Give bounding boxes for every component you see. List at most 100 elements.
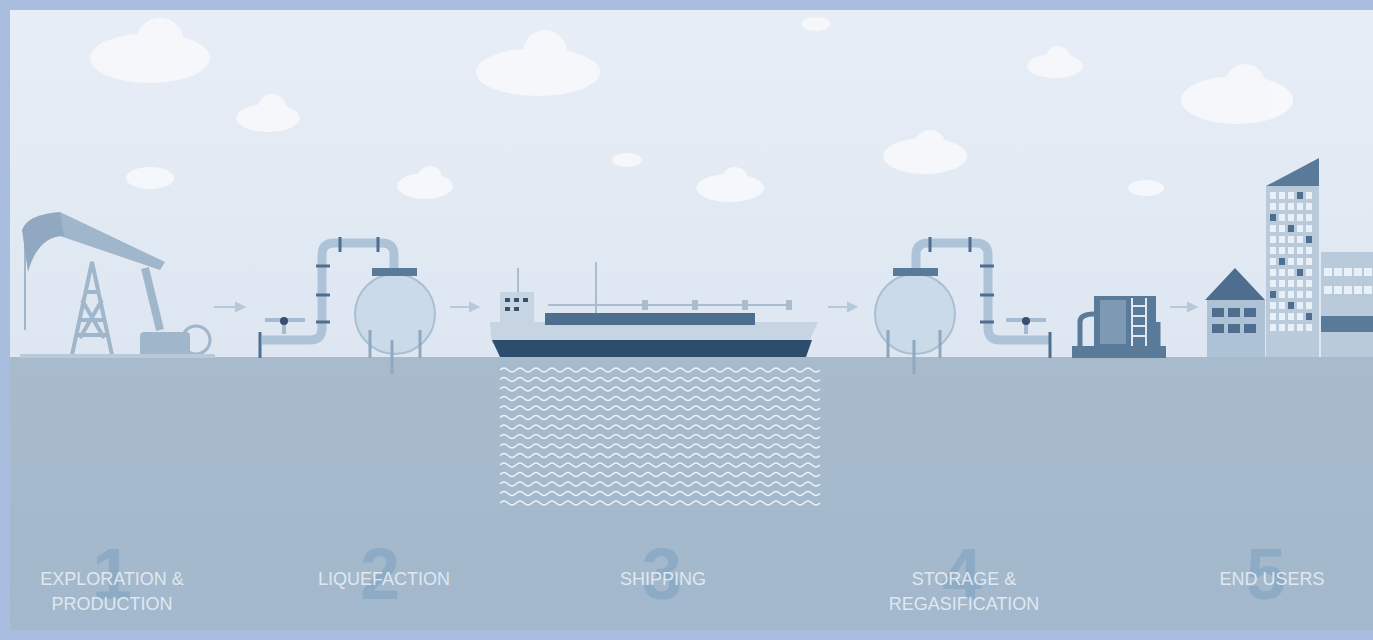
window	[1212, 324, 1224, 333]
window	[1279, 324, 1285, 331]
step-label: SHIPPING	[578, 567, 748, 592]
window	[1270, 280, 1276, 287]
window	[1279, 280, 1285, 287]
window	[1288, 236, 1294, 243]
window	[1279, 302, 1285, 309]
window	[1297, 203, 1303, 210]
window	[1306, 291, 1312, 298]
window	[1306, 236, 1312, 243]
window	[1244, 324, 1256, 333]
window	[1244, 308, 1256, 317]
wave-line	[500, 463, 820, 467]
window	[1270, 203, 1276, 210]
wave-line	[500, 378, 820, 382]
window	[1270, 258, 1276, 265]
window	[1288, 192, 1294, 199]
window	[1279, 225, 1285, 232]
window	[1279, 313, 1285, 320]
window	[1270, 291, 1276, 298]
window	[1306, 302, 1312, 309]
wave-line	[500, 473, 820, 477]
window	[1270, 269, 1276, 276]
window	[1279, 192, 1285, 199]
window	[1306, 280, 1312, 287]
step-label: LIQUEFACTION	[299, 567, 469, 592]
window	[1306, 313, 1312, 320]
window	[1354, 268, 1362, 276]
window	[1344, 286, 1352, 294]
wave-line	[500, 397, 820, 401]
window	[1270, 225, 1276, 232]
window	[1306, 203, 1312, 210]
wave-line	[500, 454, 820, 458]
window	[1270, 236, 1276, 243]
window	[1306, 258, 1312, 265]
wave-line	[500, 406, 820, 410]
window	[1288, 291, 1294, 298]
window	[1334, 286, 1342, 294]
wave-line	[500, 435, 820, 439]
window	[1297, 258, 1303, 265]
window	[1334, 268, 1342, 276]
window	[1297, 291, 1303, 298]
window	[1270, 247, 1276, 254]
window	[1297, 236, 1303, 243]
window	[1212, 308, 1224, 317]
window	[1297, 324, 1303, 331]
window	[1288, 247, 1294, 254]
window	[1270, 214, 1276, 221]
window	[1279, 214, 1285, 221]
wave-line	[500, 387, 820, 391]
window	[1270, 313, 1276, 320]
window	[1297, 313, 1303, 320]
window	[1288, 313, 1294, 320]
window	[1279, 203, 1285, 210]
window	[1288, 258, 1294, 265]
wave-line	[500, 444, 820, 448]
window	[1297, 269, 1303, 276]
window	[1297, 247, 1303, 254]
window	[1279, 247, 1285, 254]
window	[1306, 192, 1312, 199]
window	[1288, 225, 1294, 232]
window	[1297, 225, 1303, 232]
window	[1344, 268, 1352, 276]
wave-line	[500, 482, 820, 486]
window	[1354, 286, 1362, 294]
window	[1270, 192, 1276, 199]
window	[1270, 302, 1276, 309]
window	[1279, 258, 1285, 265]
window	[1279, 291, 1285, 298]
window	[1288, 269, 1294, 276]
window	[1288, 302, 1294, 309]
window	[1297, 302, 1303, 309]
window	[1364, 268, 1372, 276]
window	[1228, 324, 1240, 333]
wave-line	[500, 425, 820, 429]
window	[1306, 225, 1312, 232]
window	[1288, 280, 1294, 287]
step-label: STORAGE & REGASIFICATION	[879, 567, 1049, 617]
window	[1288, 214, 1294, 221]
wave-line	[500, 368, 820, 372]
window	[1306, 324, 1312, 331]
window	[1288, 203, 1294, 210]
wave-line	[500, 501, 820, 505]
window	[1306, 247, 1312, 254]
window	[1324, 286, 1332, 294]
wave-line	[500, 492, 820, 496]
window	[1228, 308, 1240, 317]
window	[1306, 214, 1312, 221]
window	[1297, 192, 1303, 199]
window	[1288, 324, 1294, 331]
step-label: EXPLORATION & PRODUCTION	[27, 567, 197, 617]
window	[1297, 280, 1303, 287]
window	[1297, 214, 1303, 221]
window	[1270, 324, 1276, 331]
window	[1279, 236, 1285, 243]
window	[1364, 286, 1372, 294]
window	[1324, 268, 1332, 276]
step-label: END USERS	[1187, 567, 1357, 592]
